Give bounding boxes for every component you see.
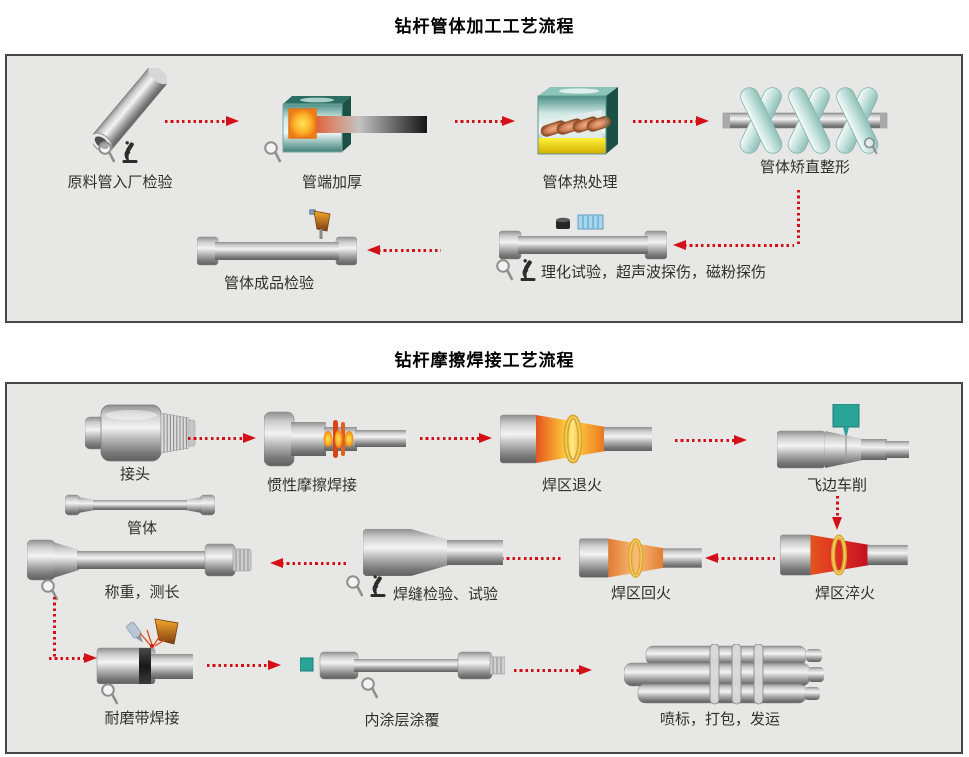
step-label: 喷标，打包，发运 [659,710,781,728]
step-label: 管体 [126,519,158,537]
friction-welding-panel: 接头 管体 惯性摩擦焊接 [5,382,963,754]
arrow-flash-turning-to-quenching [832,496,843,530]
magnifier-icon [496,259,514,281]
magnifier-icon [98,141,116,163]
inspection-icons [263,140,283,164]
weld-tempering-icon [579,538,702,578]
coating-pipe-icon [300,651,505,680]
step-label: 接头 [119,465,151,483]
inspection-icons [863,136,879,156]
microscope-icon [520,259,536,281]
inspection-icons [100,682,120,706]
arrow-inspection-to-weighing [270,558,346,569]
panel1-title: 钻杆管体加工工艺流程 [394,17,575,37]
pipe-body-icon [65,494,215,516]
arrow-weighing-down [49,597,60,657]
magnifier-icon [346,575,364,597]
magnifier-icon [361,677,379,699]
arrow-heat-to-straightening [633,116,709,127]
inspection-icons [360,676,380,700]
inspection-icons [345,574,389,598]
step-label: 管体热处理 [542,173,618,191]
step-label: 飞边车削 [806,476,868,494]
arrow-coating-to-shipping [514,665,592,676]
step-label: 原料管入厂检验 [67,173,173,191]
straightening-rollers-icon [722,87,888,154]
arrow-upsetting-to-heat [455,116,515,127]
step-label: 管端加厚 [301,173,363,191]
step-label: 耐磨带焊接 [104,709,180,727]
microscope-icon [370,575,386,597]
weighing-pipe-icon [27,539,252,581]
heat-treatment-furnace-icon [537,87,618,155]
panel2-title: 钻杆摩擦焊接工艺流程 [394,351,575,371]
step-label: 焊区退火 [541,476,603,494]
arrow-welding-to-annealing [420,433,492,444]
arrow-down-to-testing [673,240,794,251]
test-pipe-icon [499,214,667,260]
inspection-icons [97,140,141,164]
finished-pipe-icon [197,209,357,266]
step-label: 理化试验，超声波探伤，磁粉探伤 [541,263,767,281]
arrow-joint-to-welding [188,433,256,444]
magnifier-icon [264,141,282,163]
upsetting-furnace-icon [282,96,427,153]
microscope-icon [122,141,138,163]
weld-annealing-icon [500,414,652,464]
weld-inspection-pipe-icon [363,529,503,576]
step-label: 焊区淬火 [814,584,876,602]
step-label: 惯性摩擦焊接 [266,476,358,494]
inspection-icons [40,578,60,602]
pipe-bundle-icon [624,644,824,705]
weld-quenching-icon [780,534,908,576]
step-label: 焊缝检验、试验 [393,585,499,603]
pipe-body-processing-panel: 原料管入厂检验 管端加厚 [5,54,963,323]
magnifier-icon [863,137,878,155]
step-label: 焊区回火 [610,584,672,602]
arrow-quenching-to-tempering [705,553,775,564]
inspection-icons [495,258,539,282]
step-label: 称重，测长 [104,583,180,601]
magnifier-icon [41,579,59,601]
step-label: 管体矫直整形 [759,158,851,176]
arrow-down-to-hardbanding [49,653,97,664]
raw-pipe-icon [93,68,167,150]
step-label: 管体成品检验 [223,274,315,292]
friction-welding-icon [264,411,406,467]
tool-joint-icon [85,404,196,462]
arrow-raw-to-upsetting [165,116,239,127]
hardbanding-icon [96,618,193,684]
step-label: 内涂层涂覆 [364,711,440,729]
arrow-testing-to-finished [367,245,441,256]
arrow-hardbanding-to-coating [207,660,281,671]
flash-turning-icon [777,404,909,469]
arrow-annealing-to-flash-turning [675,435,747,446]
arrow-straightening-down [793,190,804,244]
magnifier-icon [101,683,119,705]
